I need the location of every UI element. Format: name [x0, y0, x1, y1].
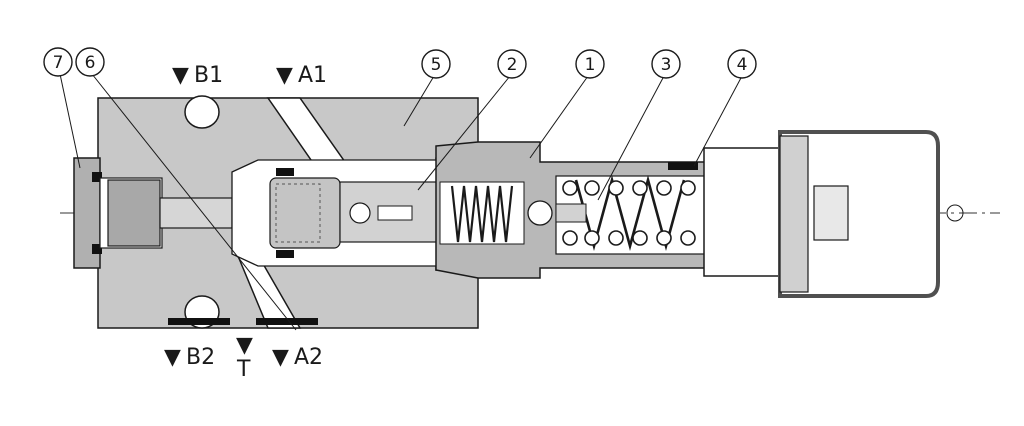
callout-6: 6 [75, 47, 105, 77]
callout-3: 3 [651, 49, 681, 79]
port-t-marker: ▼ [236, 333, 253, 358]
svg-text:3: 3 [661, 55, 672, 75]
svg-text:6: 6 [85, 53, 96, 73]
svg-text:5: 5 [431, 55, 442, 75]
port-b1-marker: ▼ [172, 63, 189, 88]
protective-cap [778, 130, 940, 298]
cap-knurl [779, 135, 809, 293]
seal-ring-top-1 [276, 168, 294, 176]
check-poppet [269, 177, 341, 249]
port-a2-marker: ▼ [272, 345, 289, 370]
seal-plate-b2 [168, 318, 230, 325]
sleeve-orifice [377, 205, 413, 221]
callout-5: 5 [421, 49, 451, 79]
seal-ring-bottom-1 [276, 250, 294, 258]
svg-text:4: 4 [737, 55, 748, 75]
relief-ball [527, 200, 553, 226]
left-plug-seal-bottom [92, 244, 102, 254]
port-b1-bore [184, 95, 220, 129]
small-spring [450, 185, 514, 243]
svg-text:2: 2 [507, 55, 518, 75]
svg-text:7: 7 [53, 53, 64, 73]
adjusting-screw [703, 147, 781, 277]
callout-2: 2 [497, 49, 527, 79]
check-poppet-knurl [275, 183, 321, 243]
callout-7: 7 [43, 47, 73, 77]
sleeve-ball [349, 202, 371, 224]
port-a1-label: A1 [298, 63, 327, 88]
port-t-label: T [236, 357, 251, 382]
spring-coil-ends [562, 180, 696, 246]
large-spring [574, 175, 686, 251]
callout-4: 4 [727, 49, 757, 79]
callout-leaders [59, 73, 743, 331]
port-b2-marker: ▼ [164, 345, 181, 370]
spring-guide-rod [555, 203, 587, 223]
port-b2-label: B2 [186, 345, 215, 370]
port-a1-marker: ▼ [276, 63, 293, 88]
adjusting-screw-seal [668, 162, 698, 170]
port-a2-label: A2 [294, 345, 323, 370]
left-plug-seal-top [92, 172, 102, 182]
seal-plate-a2 [256, 318, 318, 325]
pilot-piston-head [107, 179, 161, 247]
end-symbol [946, 204, 964, 222]
pilot-piston-rod [159, 197, 233, 229]
port-b1-label: B1 [194, 63, 223, 88]
lock-nut [813, 185, 849, 241]
callout-1: 1 [575, 49, 605, 79]
svg-text:1: 1 [585, 55, 596, 75]
